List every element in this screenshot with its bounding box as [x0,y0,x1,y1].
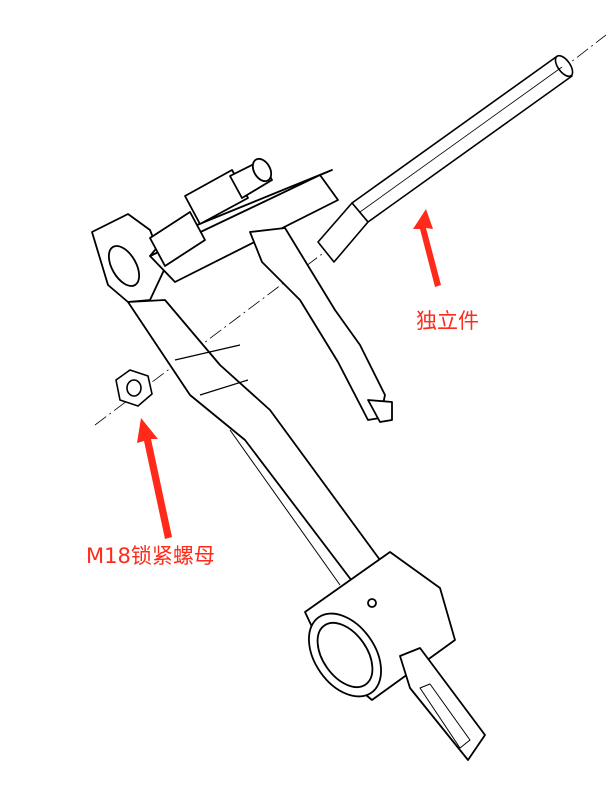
lock-nut [115,369,153,407]
callout-standalone-part: 独立件 [416,309,479,333]
main-arm [91,157,486,761]
arrow-lock-nut [137,418,172,539]
callout-lock-nut: M18锁紧螺母 [86,544,215,568]
standalone-pin [317,54,574,263]
arrow-standalone-part [413,209,441,287]
